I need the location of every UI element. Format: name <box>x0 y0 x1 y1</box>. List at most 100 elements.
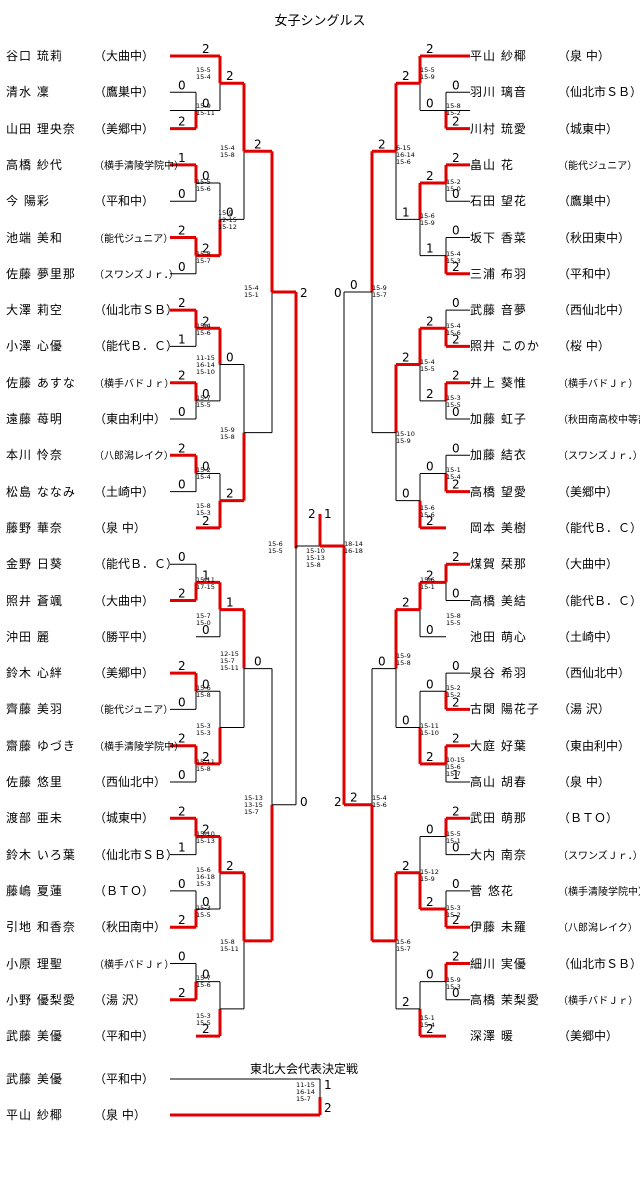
score: 0 <box>178 405 186 419</box>
game-scores: 15-11 <box>220 945 239 953</box>
left-player: 鈴木 心絆（美郷中） <box>6 663 154 683</box>
score: 2 <box>452 732 460 746</box>
left-player: 清水 凜（鷹巣中） <box>6 82 154 102</box>
game-scores: 15-6 <box>396 158 411 166</box>
player-school: （仙北市ＳＢ） <box>94 847 179 862</box>
player-school: （ＢＴＯ） <box>558 811 619 826</box>
right-player: 深澤 暖（美郷中） <box>470 1026 618 1046</box>
player-name: 佐藤 悠里 <box>6 775 63 789</box>
player-school: （美郷中） <box>558 484 619 499</box>
game-scores: 15-3 <box>196 880 211 888</box>
score: 2 <box>402 995 410 1009</box>
game-scores: 15-2 <box>446 911 461 919</box>
game-scores: 16-14 <box>296 1088 315 1096</box>
score: 0 <box>452 78 460 92</box>
player-school: （平和中） <box>558 266 619 281</box>
player-name: 沖田 麗 <box>6 629 50 644</box>
left-player: 藤野 華奈（泉 中） <box>6 518 146 538</box>
score: 1 <box>426 242 434 256</box>
score: 0 <box>426 677 434 691</box>
player-name: 川村 琉愛 <box>470 121 527 136</box>
score: 0 <box>202 968 210 982</box>
player-school: （横手清陵学院中） <box>94 160 184 172</box>
score: 0 <box>178 950 186 964</box>
score: 2 <box>402 596 410 610</box>
score: 2 <box>452 695 460 709</box>
left-player: 齋藤 ゆづき（横手清陵学院中） <box>6 736 184 756</box>
right-player: 畠山 花（能代ジュニア） <box>470 155 637 175</box>
game-scores: 11-15 <box>296 1081 315 1089</box>
player-name: 高橋 望愛 <box>470 484 527 499</box>
score: 0 <box>334 286 342 300</box>
player-name: 大庭 好葉 <box>470 738 527 753</box>
score: 2 <box>178 986 186 1000</box>
player-school: （能代ジュニア） <box>558 160 638 172</box>
score: 2 <box>300 286 308 300</box>
score: 0 <box>226 351 234 365</box>
right-player: 照井 このか（桜 中） <box>470 336 610 356</box>
game-scores: 15-5 <box>268 547 283 555</box>
player-name: 平山 紗椰 <box>6 1108 63 1122</box>
player-name: 渡部 亜未 <box>6 811 63 826</box>
score: 2 <box>178 369 186 383</box>
player-school: （仙北市ＳＢ） <box>94 303 179 318</box>
player-name: 藤野 華奈 <box>6 520 63 535</box>
right-player: 煤賀 栞那（大曲中） <box>470 554 618 574</box>
score: 0 <box>178 877 186 891</box>
score: 0 <box>452 841 460 855</box>
game-scores: 17-15 <box>196 583 215 591</box>
game-scores: 15-3 <box>196 729 211 737</box>
right-player: 岡本 美樹（能代Ｂ．Ｃ） <box>470 518 640 538</box>
game-scores: 18-14 <box>344 540 363 548</box>
game-scores: 15-6 <box>196 981 211 989</box>
game-scores: 12-15 <box>220 650 239 658</box>
game-scores: 15-10 <box>196 368 215 376</box>
player-name: 武藤 音夢 <box>470 303 527 318</box>
game-scores: 15-12 <box>420 868 439 876</box>
left-player: 小澤 心優（能代Ｂ．Ｃ） <box>6 336 178 356</box>
player-name: 大澤 莉空 <box>6 303 63 318</box>
left-player: 佐藤 夢里那（スワンズＪｒ．） <box>6 264 179 284</box>
player-name: 照井 蒼颯 <box>6 593 63 608</box>
game-scores: 15-4 <box>196 73 211 81</box>
score: 2 <box>378 137 386 151</box>
player-name: 谷口 琉莉 <box>6 49 63 63</box>
player-name: 金野 日葵 <box>6 557 63 572</box>
player-school: （西仙北中） <box>558 666 631 681</box>
score: 1 <box>202 568 210 582</box>
game-scores: 15-6 <box>196 329 211 337</box>
left-player: 武藤 美優（平和中） <box>6 1069 154 1089</box>
score: 2 <box>402 69 410 83</box>
player-school: （能代Ｂ．Ｃ） <box>558 593 640 608</box>
left-player: 鈴木 いろ葉（仙北市ＳＢ） <box>6 845 178 865</box>
game-scores: 15-11 <box>420 722 439 730</box>
game-scores: 15-8 <box>196 765 211 773</box>
left-player: 遠藤 苺明（東由利中） <box>6 409 166 429</box>
score: 2 <box>178 732 186 746</box>
player-school: （鷹巣中） <box>558 194 619 209</box>
player-school: （鷹巣中） <box>94 85 155 100</box>
player-school: （湯 沢） <box>558 702 610 717</box>
player-school: （土崎中） <box>558 629 619 644</box>
player-name: 照井 このか <box>470 339 540 354</box>
left-player: 金野 日葵（能代Ｂ．Ｃ） <box>6 554 178 574</box>
game-scores: 15-2 <box>446 684 461 692</box>
score: 0 <box>350 278 358 292</box>
score: 0 <box>202 895 210 909</box>
player-school: （大曲中） <box>558 557 619 572</box>
score: 0 <box>426 822 434 836</box>
right-player: 石田 望花（鷹巣中） <box>470 191 618 211</box>
game-scores: 6-15 <box>396 144 411 152</box>
player-name: 藤嶋 夏蓮 <box>6 883 63 898</box>
right-player: 高山 胡春（泉 中） <box>470 772 610 792</box>
game-scores: 15-6 <box>420 576 435 584</box>
score: 0 <box>202 387 210 401</box>
game-scores: 15-9 <box>196 102 211 110</box>
player-name: 平山 紗椰 <box>470 49 527 63</box>
player-school: （八郎潟レイク） <box>558 923 638 935</box>
score: 0 <box>178 550 186 564</box>
game-scores: 15-7 <box>372 291 387 299</box>
player-school: （秋田南中） <box>94 920 167 935</box>
score: 1 <box>452 768 460 782</box>
score: 1 <box>402 205 410 219</box>
